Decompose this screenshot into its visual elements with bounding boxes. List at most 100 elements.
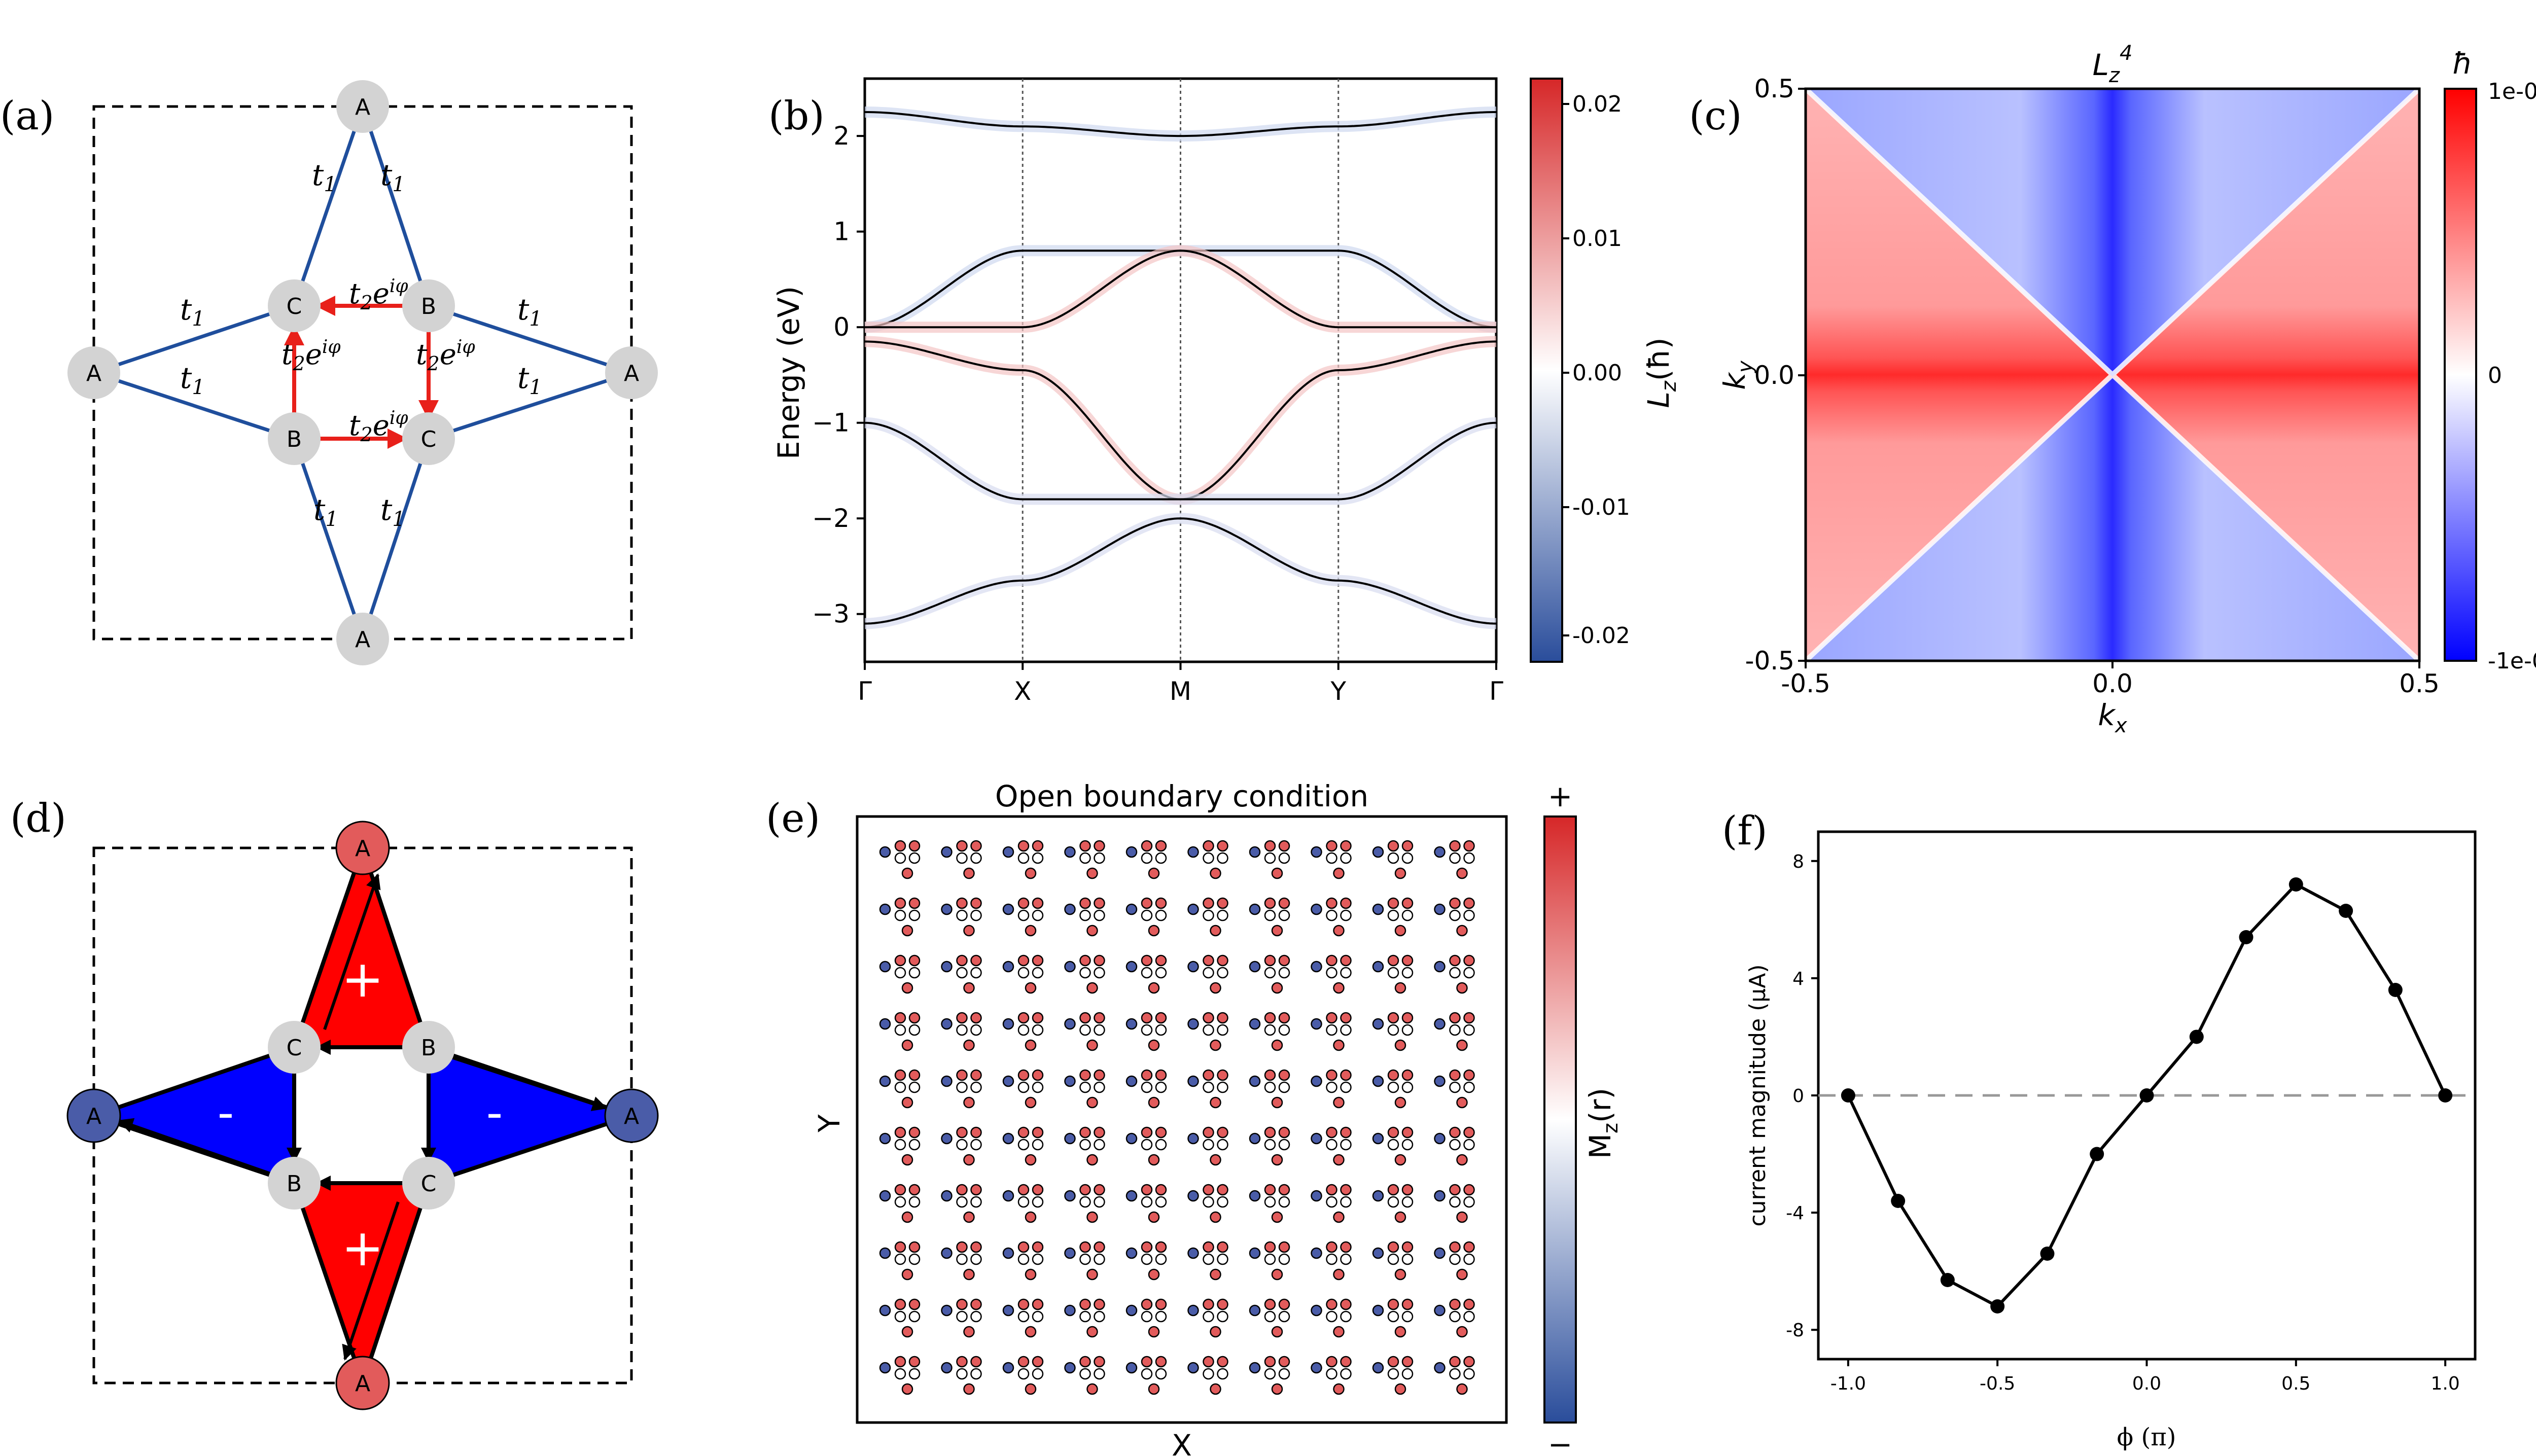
- obc-site: [956, 1310, 968, 1323]
- obc-site: [1340, 1253, 1352, 1265]
- t1-labels: t1 t1 t1 t1 t1 t1 t1 t1: [180, 158, 542, 531]
- obc-site: [1032, 909, 1044, 921]
- obc-site: [879, 961, 891, 973]
- obc-site: [1463, 1012, 1475, 1024]
- obc-site: [1064, 846, 1076, 858]
- obc-site: [1326, 909, 1337, 921]
- obc-site: [1394, 1154, 1406, 1166]
- obc-colorbar: [1543, 815, 1577, 1424]
- obc-site: [1094, 1368, 1105, 1380]
- obc-site: [1278, 1253, 1290, 1265]
- obc-site: [1264, 840, 1276, 852]
- obc-site: [1394, 1211, 1406, 1223]
- obc-site: [1141, 1139, 1153, 1151]
- obc-site: [1217, 1012, 1228, 1024]
- band-ytick: −3: [812, 599, 850, 629]
- obc-site: [1203, 1253, 1214, 1265]
- band-ytick: −2: [812, 504, 850, 533]
- obc-site: [1125, 1304, 1138, 1317]
- obc-site: [1401, 1126, 1414, 1139]
- site-label: A: [624, 1104, 639, 1129]
- obc-site: [1187, 1075, 1199, 1087]
- obc-site: [1032, 1024, 1044, 1036]
- flux-left-minus: [87, 1044, 296, 1186]
- obc-site: [1079, 1126, 1091, 1139]
- obc-site: [1401, 1368, 1414, 1380]
- heatmap-ytick: 0.5: [1754, 74, 1794, 103]
- band-cbar-tick: 0.00: [1572, 360, 1622, 386]
- obc-site: [1032, 1368, 1044, 1380]
- obc-site: [1394, 1383, 1406, 1395]
- svg-text:t1: t1: [180, 292, 205, 331]
- obc-site: [1217, 840, 1228, 852]
- obc-site: [908, 967, 921, 979]
- lattice-site: [268, 412, 321, 465]
- obc-site: [1264, 909, 1276, 921]
- obc-site: [894, 1012, 906, 1024]
- obc-site: [1387, 1012, 1399, 1024]
- obc-site: [1141, 1368, 1153, 1380]
- obc-site: [1434, 961, 1446, 973]
- obc-site: [879, 846, 891, 858]
- obc-site: [1333, 1326, 1345, 1338]
- obc-site: [1141, 1184, 1153, 1196]
- heatmap-cbar-tick: 0: [2488, 363, 2502, 388]
- obc-site: [1148, 925, 1160, 937]
- obc-site: [1187, 846, 1199, 858]
- site-label: C: [287, 294, 302, 319]
- obc-site: [1264, 1253, 1276, 1265]
- obc-site: [1326, 1368, 1337, 1380]
- obc-site: [1187, 1247, 1199, 1259]
- obc-site: [1434, 846, 1446, 858]
- obc-site: [1187, 1362, 1199, 1374]
- obc-site: [1064, 1132, 1076, 1145]
- obc-site: [1155, 840, 1167, 852]
- obc-site: [1086, 1268, 1098, 1281]
- obc-site: [1002, 903, 1014, 915]
- obc-site: [1187, 1304, 1199, 1317]
- obc-site: [1333, 1268, 1345, 1281]
- obc-site: [1387, 1139, 1399, 1151]
- obc-site: [1017, 1241, 1030, 1253]
- obc-site: [1311, 1247, 1322, 1259]
- band-line: [864, 517, 1497, 625]
- obc-site: [1278, 840, 1290, 852]
- obc-site: [1340, 1241, 1352, 1253]
- obc-site: [1387, 967, 1399, 979]
- obc-site: [1434, 1190, 1446, 1202]
- obc-site: [1203, 1126, 1214, 1139]
- obc-site: [941, 1190, 953, 1202]
- flux-site: [66, 1088, 121, 1143]
- obc-site: [901, 867, 913, 879]
- obc-site: [941, 1132, 953, 1145]
- current-point: [1841, 1088, 1855, 1103]
- obc-site: [956, 1253, 968, 1265]
- svg-text:t1: t1: [312, 158, 337, 196]
- obc-site: [1278, 897, 1290, 909]
- obc-site: [1017, 840, 1030, 852]
- obc-site: [1401, 1012, 1414, 1024]
- obc-site: [1264, 1184, 1276, 1196]
- band-colorbar-ticks: 0.020.010.00-0.01-0.02: [1562, 91, 1630, 649]
- obc-site: [1278, 967, 1290, 979]
- obc-site: [1032, 840, 1044, 852]
- obc-site: [1125, 1190, 1138, 1202]
- obc-site: [894, 1024, 906, 1036]
- obc-site: [1203, 897, 1214, 909]
- obc-site: [1456, 982, 1468, 994]
- lattice-site: [605, 346, 658, 399]
- obc-site: [1434, 1247, 1446, 1259]
- obc-site: [1311, 1190, 1322, 1202]
- site-label: A: [355, 1371, 370, 1397]
- obc-site: [1032, 852, 1044, 864]
- obc-site: [970, 1310, 982, 1323]
- obc-site: [1125, 961, 1138, 973]
- obc-site: [1463, 1368, 1475, 1380]
- obc-site: [1155, 909, 1167, 921]
- obc-site: [901, 1211, 913, 1223]
- svg-text:t1: t1: [380, 158, 405, 196]
- obc-site: [1203, 1024, 1214, 1036]
- band-colorbar-label: Lz(ħ): [1641, 338, 1681, 408]
